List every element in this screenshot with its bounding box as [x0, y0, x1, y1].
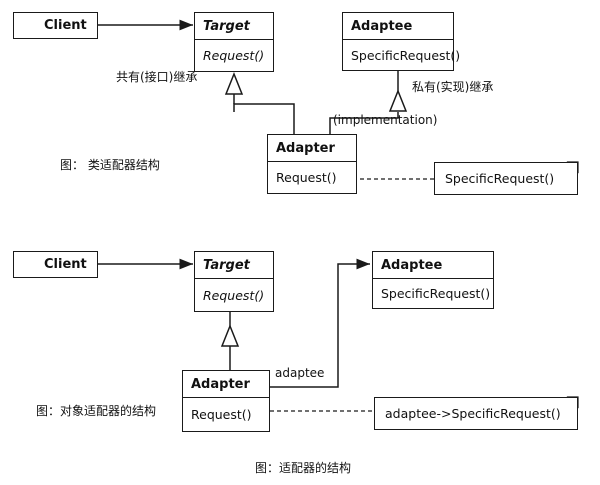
adapter-class-box: Adapter Request()	[267, 134, 357, 194]
adapter-request-operation-2: Request()	[191, 407, 252, 422]
adaptee-class-box: Adaptee SpecificRequest()	[342, 12, 461, 71]
private-implementation-inheritance-label: 私有(实现)继承	[412, 80, 494, 94]
client-class-name-2: Client	[44, 257, 87, 272]
adapter-target-generalization-line	[233, 103, 295, 134]
adapter-class-name: Adapter	[268, 135, 356, 162]
adapter-adaptee-generalization-line	[329, 112, 399, 134]
target-class-box: Target Request()	[194, 12, 274, 72]
adaptee-specific-request-note: adaptee->SpecificRequest()	[374, 397, 578, 430]
adapter-class-box-2: Adapter Request()	[182, 370, 270, 432]
adapter-request-operation: Request()	[276, 170, 337, 185]
adaptee-association-label: adaptee	[275, 366, 325, 380]
client-class-name: Client	[44, 18, 87, 33]
target-class-name-2: Target	[195, 252, 273, 279]
adaptee-class-box-2: Adaptee SpecificRequest()	[372, 251, 494, 309]
adapter-structure-footer-caption: 图：适配器的结构	[255, 461, 352, 475]
specific-request-note: SpecificRequest()	[434, 162, 578, 195]
adaptee-specific-request-operation: SpecificRequest()	[351, 47, 461, 63]
target-generalization-triangle-icon	[224, 71, 244, 95]
implementation-label: (implementation)	[333, 113, 438, 127]
adaptee-class-name-2: Adaptee	[373, 252, 493, 279]
adaptee-specific-request-operation-2: SpecificRequest()	[381, 286, 491, 301]
class-adapter-caption: 图： 类适配器结构	[60, 158, 160, 172]
public-interface-inheritance-label: 共有(接口)继承	[116, 70, 198, 84]
target-request-operation: Request()	[203, 48, 265, 63]
target-generalization-triangle-icon-2	[220, 323, 240, 347]
target-class-name: Target	[195, 13, 273, 40]
adaptee-class-name: Adaptee	[343, 13, 453, 40]
client-class-box: Client	[13, 12, 98, 39]
adapter-adaptee-association-line	[270, 258, 370, 388]
object-adapter-caption: 图：对象适配器的结构	[36, 404, 157, 418]
adapter-class-name-2: Adapter	[183, 371, 269, 398]
client-class-box-2: Client	[13, 251, 98, 278]
target-class-box-2: Target Request()	[194, 251, 274, 312]
target-request-operation-2: Request()	[203, 287, 265, 303]
adaptee-generalization-triangle-icon	[388, 88, 408, 112]
